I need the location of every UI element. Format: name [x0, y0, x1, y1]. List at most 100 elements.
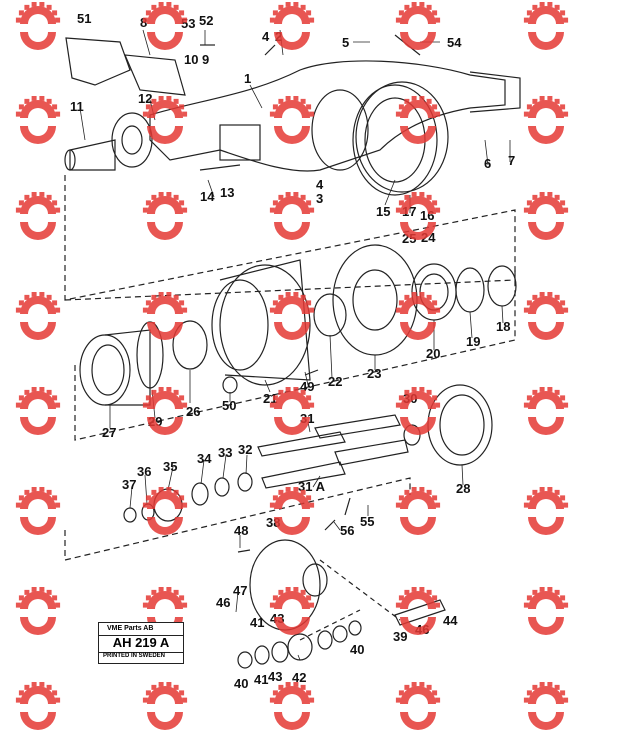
callout-label: 33 [218, 445, 233, 460]
callout-label: 13 [220, 185, 235, 200]
brake-spider [355, 81, 449, 193]
callout-label: 22 [328, 374, 343, 389]
callout-label: 39 [393, 629, 408, 644]
watermark-gear-logo [388, 682, 448, 732]
watermark-gear-logo [8, 292, 68, 342]
housing-flange [352, 84, 438, 196]
callout-label: 6 [484, 156, 492, 171]
bracket-51 [65, 37, 131, 86]
watermark-gear-logo [262, 682, 322, 732]
title-box-divider [99, 635, 183, 636]
left-flange [111, 112, 153, 168]
callout-label: 3 [316, 191, 324, 206]
callout-label: 23 [367, 366, 382, 381]
watermark-gear-logo [388, 2, 448, 52]
seal-18 [487, 265, 517, 307]
callout-label: 9 [202, 52, 210, 67]
watermark-gear-logo [516, 96, 576, 146]
callout-label: 48 [234, 523, 249, 538]
callout-label: 10 [184, 52, 199, 67]
watermark-gear-logo [262, 2, 322, 52]
wheel-hub [219, 264, 311, 386]
watermark-gear-logo [516, 2, 576, 52]
watermark-gear-logo [262, 292, 322, 342]
watermark-gear-logo [516, 682, 576, 732]
axle-housing [149, 60, 506, 172]
watermark-gear-logo [388, 192, 448, 242]
callout-label: 11 [70, 99, 84, 114]
watermark-gear-logo [8, 587, 68, 637]
watermark-gear-logo [135, 682, 195, 732]
watermark-gear-logo [516, 192, 576, 242]
shaft-31a [261, 461, 346, 489]
watermark-gear-logo [516, 387, 576, 437]
watermark-gear-logo [135, 96, 195, 146]
callout-label: 32 [238, 442, 253, 457]
callout-label: 12 [138, 91, 153, 106]
callout-label: 43 [268, 669, 283, 684]
callout-label: 44 [443, 613, 458, 628]
callout-label: 40 [350, 642, 365, 657]
watermark-gear-logo [8, 2, 68, 52]
title-box: VME Parts AB AH 219 A PRINTED IN SWEDEN [98, 622, 184, 664]
watermark-gear-logo [135, 292, 195, 342]
watermark-gear-logo [8, 192, 68, 242]
watermark-gear-logo [8, 96, 68, 146]
callout-label: 49 [300, 379, 315, 394]
title-box-brand: VME Parts AB [107, 625, 154, 632]
watermark-gear-logo [388, 292, 448, 342]
callout-label: 34 [197, 451, 212, 466]
callout-label: 1 [244, 71, 252, 86]
watermark-gear-logo [388, 487, 448, 537]
title-box-code: AH 219 A [112, 635, 170, 650]
watermark-gear-logo [388, 587, 448, 637]
callout-label: 55 [360, 514, 375, 529]
exploded-drawing: 5185352425541091121167431413151716252418… [8, 2, 576, 730]
watermark-gear-logo [262, 96, 322, 146]
watermark-gear-logo [262, 387, 322, 437]
shaft-31 [257, 431, 346, 457]
watermark-gear-logo [135, 387, 195, 437]
ring-19 [455, 267, 485, 313]
callout-label: 56 [340, 523, 355, 538]
callout-label: 42 [292, 670, 307, 685]
watermark-gear-logo [8, 387, 68, 437]
callout-label: 28 [456, 481, 471, 496]
callout-label: 46 [216, 595, 231, 610]
plate-8 [124, 54, 186, 96]
washer-50 [222, 376, 238, 394]
watermark-gear-logo [135, 2, 195, 52]
watermark-gear-logo [262, 587, 322, 637]
title-box-divider [99, 652, 183, 653]
callout-label: 52 [199, 13, 214, 28]
bearing-26 [172, 320, 208, 370]
watermark-gear-logo [135, 487, 195, 537]
callout-label: 4 [316, 177, 324, 192]
callout-label: 5 [342, 35, 350, 50]
callout-label: 37 [122, 477, 137, 492]
callout-label: 4 [262, 29, 270, 44]
callout-label: 19 [466, 334, 481, 349]
callout-label: 51 [77, 11, 92, 26]
callout-label: 41 [250, 615, 265, 630]
watermark-gear-logo [516, 487, 576, 537]
callout-label: 41 [254, 672, 269, 687]
callout-label: 20 [426, 346, 441, 361]
callout-label: 18 [496, 319, 511, 334]
callout-label: 50 [222, 398, 237, 413]
gear-42 [287, 633, 313, 661]
title-box-printed: PRINTED IN SWEDEN [103, 653, 166, 659]
watermark-gear-logo [388, 96, 448, 146]
callout-label: 27 [102, 425, 117, 440]
spring-seat [219, 124, 261, 161]
callout-label: 35 [163, 459, 178, 474]
watermark-gear-logo [516, 292, 576, 342]
watermark-gear-logo [8, 487, 68, 537]
watermark-gear-logo [388, 387, 448, 437]
watermark-gear-logo [516, 587, 576, 637]
callout-label: 15 [376, 204, 391, 219]
watermark-gear-logo [8, 682, 68, 732]
watermark-gear-logo [262, 192, 322, 242]
callout-label: 14 [200, 189, 215, 204]
callout-label: 7 [508, 153, 516, 168]
